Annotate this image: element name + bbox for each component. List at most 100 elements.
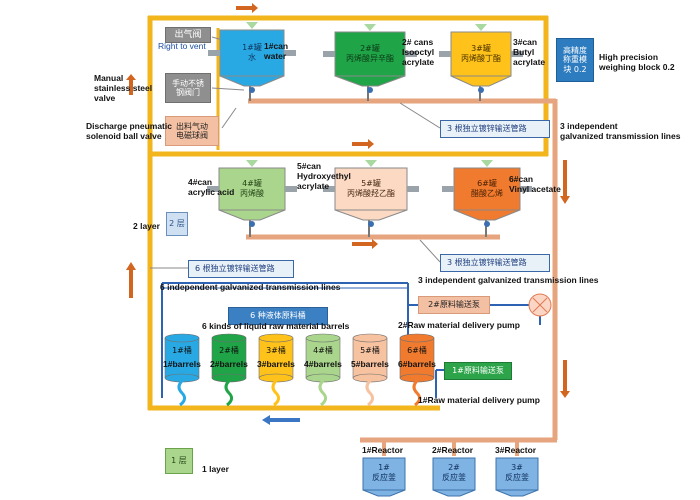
barrel-body-6	[399, 337, 435, 379]
arrow-mid-right	[352, 139, 374, 149]
layer2-label: 2 layer	[133, 221, 160, 231]
weighing-block-label: High precision weighing block 0.2	[599, 52, 675, 72]
barrel-label-cn-3: 3#桶	[266, 346, 286, 355]
lines3-top-box: 3 根独立镀锌输送管路	[440, 120, 550, 138]
mid-tank-valve-1	[249, 221, 255, 227]
reactor-bottom-2	[432, 489, 476, 497]
reactor-bottom-1	[362, 489, 406, 497]
tank-layer	[164, 22, 539, 497]
manual-valve-box: 手动不锈 钢阀门	[165, 73, 211, 103]
mid-tank-bracket-right-1	[285, 186, 297, 192]
layer2-box: 2 层	[166, 212, 188, 236]
layer1-box: 1 层	[165, 448, 193, 474]
barrel-label-en-2: 2#barrels	[210, 359, 248, 369]
barrel-base-1	[164, 373, 200, 383]
top-tank-cone-3	[475, 24, 487, 31]
mid-tank-label-en-3: 6#can Vinyl acetate	[509, 174, 561, 194]
mid-tank-bracket-right-3	[520, 186, 532, 192]
barrel-label-cn-4: 4#桶	[313, 346, 333, 355]
reactor-label-cn-2: 2# 反应釜	[442, 463, 466, 482]
vent-valve-label: Right to vent	[158, 41, 206, 51]
barrel-body-1	[164, 337, 200, 379]
arrow-mid2-right	[352, 239, 378, 249]
lines3-mid-box: 3 根独立镀锌输送管路	[440, 254, 550, 272]
barrel-body-5	[352, 337, 388, 379]
top-tank-valve-2	[367, 87, 373, 93]
barrel-lid-5	[352, 333, 388, 343]
reactor-label-en-2: 2#Reactor	[432, 445, 474, 455]
vent-valve-box: 出气阀	[165, 27, 211, 43]
top-tank-cone-2	[364, 24, 376, 31]
barrel-label-en-5: 5#barrels	[351, 359, 389, 369]
liquid-barrels-label: 6 kinds of liquid raw material barrels	[202, 321, 350, 331]
manual-valve-label: Manual stainless steel valve	[94, 73, 153, 103]
mid-tank-label-cn-1: 4#罐 丙烯酸	[240, 179, 264, 198]
mid-tank-valve-3	[484, 221, 490, 227]
barrel-lid-1	[164, 333, 200, 343]
pump2-box: 2#原料输送泵	[418, 296, 490, 314]
mid-tank-bottom-1	[218, 209, 286, 221]
reactor-label-en-3: 3#Reactor	[495, 445, 537, 455]
arrow-top-right	[236, 3, 258, 13]
barrel-label-cn-6: 6#桶	[407, 346, 427, 355]
layer1-label: 1 layer	[202, 464, 229, 474]
top-tank-cone-1	[246, 22, 258, 29]
barrel-hose-4	[318, 379, 328, 407]
top-tank-label-en-2: 2# cans Isooctyl acrylate	[402, 37, 435, 67]
pump1-label: 1#Raw material delivery pump	[418, 395, 540, 405]
reactor-label-en-1: 1#Reactor	[362, 445, 404, 455]
reactor-label-cn-1: 1# 反应釜	[372, 463, 396, 482]
lines3-mid-label: 3 independent galvanized transmission li…	[418, 275, 599, 285]
top-tank-label-en-1: 1#can water	[264, 41, 289, 61]
barrel-base-4	[305, 373, 341, 383]
top-tank-body-3	[450, 31, 512, 77]
reactor-body-2	[432, 457, 476, 491]
mid-tank-bracket-left-2	[323, 186, 335, 192]
barrel-label-en-6: 6#barrels	[398, 359, 436, 369]
mid-tank-bracket-left-3	[442, 186, 454, 192]
top-tank-bottom-2	[334, 75, 406, 87]
mid-tank-label-cn-2: 5#罐 丙烯酸羟乙酯	[347, 179, 395, 198]
lines6-box: 6 根独立镀锌输送管路	[188, 260, 294, 278]
reactor-bottom-3	[495, 489, 539, 497]
top-tank-label-en-3: 3#can Butyl acrylate	[513, 37, 546, 67]
mid-tank-body-2	[334, 167, 408, 211]
barrel-lid-6	[399, 333, 435, 343]
mid-tank-label-en-1: 4#can acrylic acid	[188, 177, 235, 197]
mid-tank-bracket-left-1	[207, 186, 219, 192]
mid-tank-cone-1	[246, 160, 258, 167]
barrel-lid-2	[211, 333, 247, 343]
barrel-body-4	[305, 337, 341, 379]
solenoid-valve-label: Discharge pneumatic solenoid ball valve	[86, 121, 172, 141]
liquid-barrels-box: 6 种液体原料桶	[228, 307, 328, 325]
top-tank-valve-3	[478, 87, 484, 93]
arrow-left2-up	[126, 262, 136, 298]
arrow-left-up	[126, 74, 136, 95]
top-tank-bottom-3	[450, 75, 512, 87]
pointer-solenoid	[221, 107, 237, 129]
barrel-hose-6	[412, 379, 422, 407]
top-tank-bracket-right-2	[405, 51, 417, 57]
barrel-base-5	[352, 373, 388, 383]
solenoid-valve-box: 出料气动 电磁球阀	[165, 116, 219, 146]
pointer-lines3-mid	[419, 239, 441, 263]
barrel-base-3	[258, 373, 294, 383]
top-tank-valve-1	[249, 87, 255, 93]
barrel-label-en-1: 1#barrels	[163, 359, 201, 369]
arrow-right2-down	[560, 360, 570, 398]
barrel-body-2	[211, 337, 247, 379]
mid-tank-valve-2	[368, 221, 374, 227]
barrel-hose-5	[365, 379, 375, 407]
pump2-label: 2#Raw material delivery pump	[398, 320, 520, 330]
barrel-label-cn-2: 2#桶	[219, 346, 239, 355]
mid-tank-bracket-right-2	[407, 186, 419, 192]
mid-tank-cone-3	[481, 160, 493, 167]
barrel-label-en-3: 3#barrels	[257, 359, 295, 369]
mid-tank-cone-2	[365, 160, 377, 167]
pointer-lines3-top	[399, 102, 441, 129]
top-tank-bracket-right-1	[284, 50, 296, 56]
barrel-hose-2	[224, 379, 234, 407]
arrow-right-down	[560, 160, 570, 204]
